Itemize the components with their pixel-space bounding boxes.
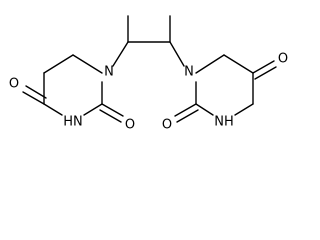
bond-carbonyl-right-upper (252, 60, 275, 74)
bond-carbonyl-left-upper (22, 91, 45, 105)
bond-ring (43, 54, 74, 74)
atom-nh-right: NH (214, 115, 234, 130)
bond-bridge-to-n-right (169, 41, 185, 67)
bond-ring (83, 103, 103, 116)
bond-ring (43, 103, 63, 116)
bond-bridge-to-n-left (112, 41, 129, 67)
bond-carbonyl-left-lower (101, 103, 124, 117)
bond-carbonyl-left-upper (25, 85, 47, 99)
bond-carbonyl-right-upper (254, 66, 277, 80)
atom-n-left: N (104, 65, 114, 80)
right-ring (174, 54, 277, 123)
left-ring (22, 54, 124, 123)
bond-carbonyl-right-lower (174, 103, 197, 117)
atom-o-left-upper: O (9, 77, 19, 92)
bond-ring (223, 54, 254, 74)
bond-carbonyl-right-lower (176, 109, 199, 123)
bond-ring (234, 103, 254, 116)
atom-o-right-lower: O (162, 118, 172, 133)
bond-ring (195, 54, 225, 74)
structure-diagram: N N O O O O HN NH (9, 15, 288, 133)
bridge-chain (112, 15, 185, 67)
bond-ring (72, 54, 103, 74)
atom-nh-left: HN (63, 115, 83, 130)
atom-n-right: N (184, 65, 194, 80)
bond-carbonyl-left-lower (99, 109, 122, 123)
bond-ring (195, 103, 214, 116)
atom-o-right-upper: O (278, 52, 288, 67)
atom-o-left-lower: O (125, 118, 135, 133)
